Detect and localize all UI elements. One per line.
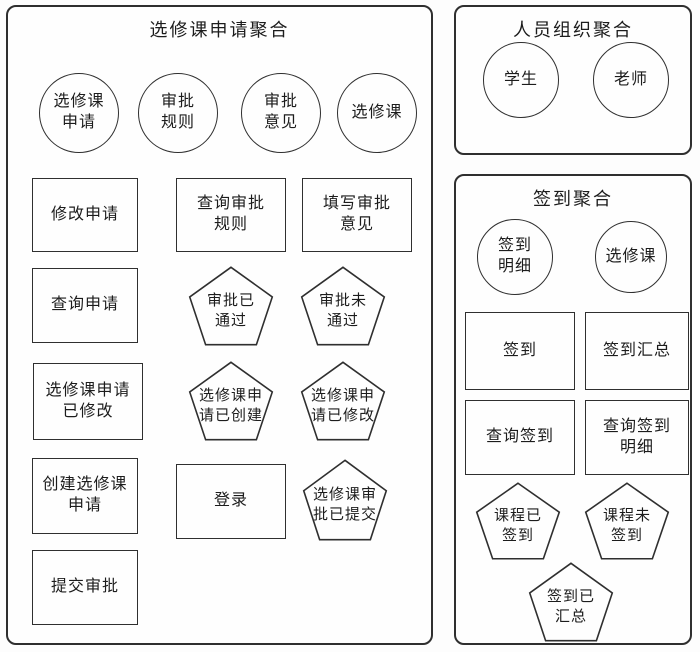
event-pentagon-approval-submitted: 选修课审 批已提交 — [302, 459, 388, 541]
pentagon-shape-icon — [302, 459, 388, 541]
panel-title-elective-application: 选修课申请聚合 — [149, 20, 290, 40]
entity-label: 审批 规则 — [160, 93, 195, 131]
command-label: 填写审批 意见 — [322, 195, 391, 233]
entity-label: 老师 — [613, 70, 648, 88]
entity-label: 选修课 — [351, 103, 403, 121]
command-rect-query-checkin: 查询签到 — [465, 400, 575, 475]
event-pentagon-course-not-checked-in: 课程未 签到 — [584, 482, 670, 560]
command-label: 签到 — [502, 341, 537, 359]
entity-circle-elective-application: 选修课 申请 — [39, 73, 119, 153]
entity-circle-checkin-detail: 签到 明细 — [477, 219, 553, 295]
pentagon-shape-icon — [300, 361, 386, 441]
command-label: 签到汇总 — [602, 341, 671, 359]
event-label: 选修课申 请已修改 — [310, 388, 375, 424]
command-label: 登录 — [213, 492, 248, 510]
event-label: 课程已 签到 — [493, 508, 542, 544]
command-label: 提交审批 — [50, 578, 119, 596]
entity-label: 审批 意见 — [263, 93, 298, 131]
pentagon-shape-icon — [475, 482, 561, 560]
pentagon-shape-icon — [188, 361, 274, 441]
panel-personnel-organization-aggregate: 人员组织聚合 学生 老师 — [454, 5, 692, 155]
pentagon-shape-icon — [584, 482, 670, 560]
entity-circle-elective-course: 选修课 — [595, 221, 667, 293]
command-label: 查询签到 明细 — [602, 417, 671, 456]
command-rect-submit-approval: 提交审批 — [32, 550, 138, 625]
command-rect-checkin-summary: 签到汇总 — [585, 312, 689, 390]
command-rect-modify-application: 修改申请 — [32, 178, 138, 252]
event-label: 课程未 签到 — [602, 508, 651, 544]
command-label: 查询申请 — [50, 296, 119, 314]
entity-circle-approval-rule: 审批 规则 — [138, 73, 218, 153]
event-label: 选修课申 请已创建 — [198, 388, 263, 424]
panel-title-personnel-organization: 人员组织聚合 — [513, 20, 633, 40]
event-pentagon-course-checked-in: 课程已 签到 — [475, 482, 561, 560]
panel-checkin-aggregate: 签到聚合 签到 明细 选修课 签到 签到汇总 查询签到 查询签到 明细 课程已 … — [454, 174, 692, 645]
command-label: 创建选修课 申请 — [42, 476, 128, 514]
entity-label: 学生 — [503, 70, 538, 88]
event-label: 审批已 通过 — [206, 293, 255, 329]
panel-elective-application-aggregate: 选修课申请聚合 选修课 申请 审批 规则 审批 意见 选修课 修改申请 查询审批… — [6, 5, 433, 645]
pentagon-shape-icon — [528, 562, 614, 642]
entity-circle-approval-opinion: 审批 意见 — [241, 73, 321, 153]
command-label: 查询签到 — [485, 428, 554, 446]
command-label: 选修课申请 已修改 — [45, 381, 131, 420]
command-rect-query-approval-rule: 查询审批 规则 — [176, 178, 286, 252]
command-rect-query-application: 查询申请 — [32, 268, 138, 343]
entity-circle-teacher: 老师 — [593, 42, 669, 118]
command-rect-login: 登录 — [176, 464, 286, 539]
command-rect-query-checkin-detail: 查询签到 明细 — [585, 400, 689, 475]
entity-label: 签到 明细 — [497, 237, 532, 275]
entity-circle-student: 学生 — [483, 42, 559, 118]
event-label: 签到已 汇总 — [546, 589, 595, 625]
pentagon-shape-icon — [300, 266, 386, 346]
command-rect-create-application: 创建选修课 申请 — [32, 458, 138, 534]
command-rect-application-modified: 选修课申请 已修改 — [33, 363, 143, 440]
command-rect-fill-approval-opinion: 填写审批 意见 — [302, 178, 412, 252]
event-pentagon-approval-rejected: 审批未 通过 — [300, 266, 386, 346]
entity-label: 选修课 — [605, 247, 657, 265]
event-pentagon-application-modified: 选修课申 请已修改 — [300, 361, 386, 441]
event-pentagon-approval-passed: 审批已 通过 — [188, 266, 274, 346]
entity-label: 选修课 申请 — [53, 93, 105, 131]
pentagon-shape-icon — [188, 266, 274, 346]
event-pentagon-application-created: 选修课申 请已创建 — [188, 361, 274, 441]
command-label: 修改申请 — [50, 205, 119, 223]
event-label: 选修课审 批已提交 — [312, 487, 377, 523]
entity-circle-elective-course: 选修课 — [337, 73, 417, 153]
command-rect-checkin: 签到 — [465, 312, 575, 390]
event-label: 审批未 通过 — [318, 293, 367, 329]
event-pentagon-checkin-summarized: 签到已 汇总 — [528, 562, 614, 642]
command-label: 查询审批 规则 — [196, 195, 265, 233]
panel-title-checkin: 签到聚合 — [533, 189, 613, 209]
